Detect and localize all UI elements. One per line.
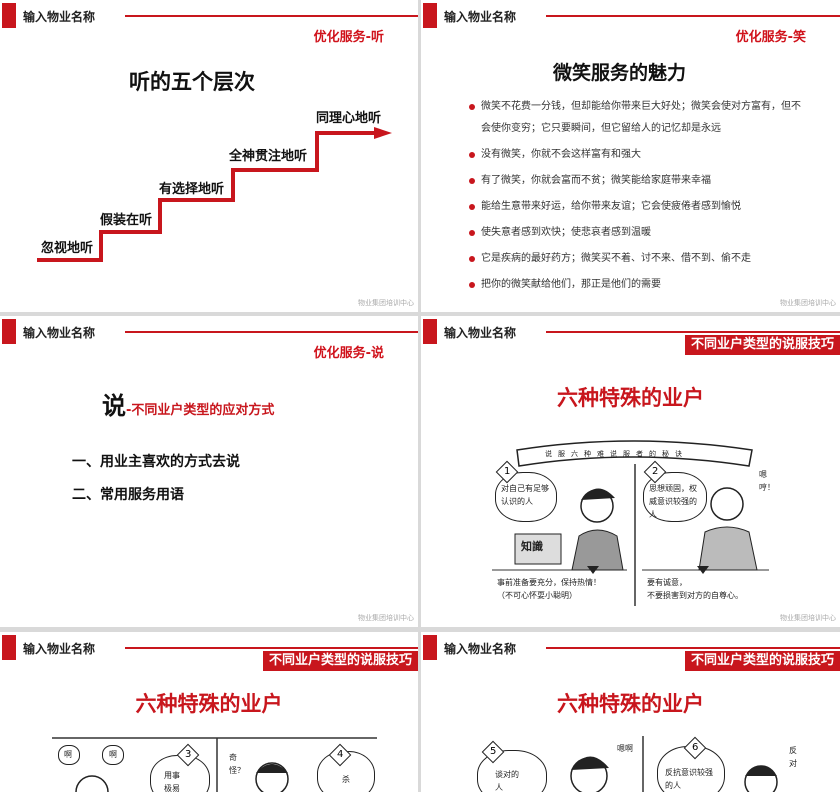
comic-lines — [570, 736, 778, 792]
caption-2b: 不要损害到对方的自尊心。 — [647, 591, 743, 600]
section-subtitle: 优化服务-笑 — [735, 30, 806, 45]
bullet-list: 微笑不花费一分钱，但却能给你带来巨大好处；微笑会使对方富有，但不会使你变穷；它只… — [469, 96, 809, 296]
step-3: 有选择地听 — [159, 182, 225, 197]
section-subtitle: 不同业户类型的说服技巧 — [262, 651, 418, 671]
footer: 物业集团培训中心 — [780, 299, 836, 307]
header-divider — [546, 331, 840, 333]
comic-illustration: 啊 啊 3 用事极易 奇怪？ 4 杀 — [52, 737, 377, 792]
slide-listen[interactable]: 输入物业名称 优化服务-听 听的五个层次 忽视地听 假装在听 有选择地听 全神贯… — [0, 0, 418, 312]
bullet-item: 它是疾病的最好药方；微笑买不着、讨不来、借不到、偷不走 — [469, 248, 809, 270]
comic-illustration: 说服六种难说服者的秘诀 1 对自己有足够认识的人 知識 2 思想顽固，权威意识较… — [487, 436, 777, 611]
step-5: 同理心地听 — [316, 111, 382, 126]
bullet-item: 能给生意带来好运，给你带来友谊；它会使疲倦者感到愉悦 — [469, 196, 809, 218]
header-divider — [125, 15, 418, 17]
section-subtitle: 优化服务-说 — [313, 346, 384, 361]
exclaim-bubble — [102, 745, 124, 765]
property-name: 输入物业名称 — [23, 642, 96, 656]
header-accent — [423, 319, 437, 344]
bubble-text-5: 谈对的人 — [495, 770, 519, 792]
step-2: 假装在听 — [100, 213, 153, 228]
comic-lines — [492, 440, 769, 606]
comic-banner: 说服六种难说服者的秘诀 — [545, 450, 688, 458]
footer: 物业集团培训中心 — [358, 614, 414, 622]
slide-smile[interactable]: 输入物业名称 优化服务-笑 微笑服务的魅力 微笑不花费一分钱，但却能给你带来巨大… — [421, 0, 840, 312]
outline-item-1: 一、用业主喜欢的方式去说 — [72, 454, 240, 470]
header-accent — [2, 3, 16, 28]
outline-item-2: 二、常用服务用语 — [72, 487, 184, 503]
property-name: 输入物业名称 — [444, 10, 517, 24]
title-rest: -不同业户类型的应对方式 — [126, 403, 275, 418]
step-4: 全神贯注地听 — [229, 149, 308, 164]
header-divider — [125, 647, 418, 649]
step-1: 忽视地听 — [41, 241, 94, 256]
slide-speak[interactable]: 输入物业名称 优化服务-说 说-不同业户类型的应对方式 一、用业主喜欢的方式去说… — [0, 316, 418, 627]
exclaim-text-1: 啊 — [64, 750, 72, 759]
property-name: 输入物业名称 — [444, 642, 517, 656]
slide-six-owners-3[interactable]: 输入物业名称 不同业户类型的说服技巧 六种特殊的业户 5 谈对的人 嗯啊 6 反… — [421, 632, 840, 792]
odd-text: 奇怪？ — [229, 753, 245, 775]
bubble-text-6: 反抗意识较强的人 — [665, 768, 713, 790]
section-subtitle: 不同业户类型的说服技巧 — [684, 651, 840, 671]
slide-title: 六种特殊的业户 — [557, 692, 704, 716]
title-main: 说 — [102, 392, 126, 420]
bubble-text-1: 对自己有足够认识的人 — [501, 484, 549, 506]
comic-illustration: 5 谈对的人 嗯啊 6 反抗意识较强的人 反对 — [471, 736, 801, 792]
slide-title: 六种特殊的业户 — [557, 386, 704, 410]
exclaim-bubble — [58, 745, 80, 765]
footer: 物业集团培训中心 — [780, 614, 836, 622]
staircase-arrow — [37, 127, 392, 262]
caption-2a: 要有诚意， — [647, 578, 687, 587]
bubble-text-2: 思想顽固，权威意识较强的人 — [649, 484, 697, 519]
header-divider — [546, 647, 840, 649]
caption-1b: （不可心怀耍小聪明） — [497, 591, 577, 600]
property-name: 输入物业名称 — [444, 326, 517, 340]
header-accent — [2, 635, 16, 660]
hum-text: 嗯啊 — [617, 744, 633, 753]
oppose-text: 反对 — [789, 746, 797, 768]
header-accent — [423, 3, 437, 28]
book-text: 知識 — [521, 540, 543, 553]
bubble-text-4: 杀 — [342, 775, 350, 784]
header-divider — [546, 15, 840, 17]
section-subtitle: 不同业户类型的说服技巧 — [684, 335, 840, 355]
exclaim-text: 嗯哼！ — [759, 470, 775, 492]
header-accent — [423, 635, 437, 660]
slide-title: 微笑服务的魅力 — [553, 62, 687, 84]
section-subtitle: 优化服务-听 — [313, 30, 384, 45]
bubble-text-3: 用事极易 — [164, 771, 180, 792]
slide-title: 听的五个层次 — [129, 70, 255, 94]
property-name: 输入物业名称 — [23, 326, 96, 340]
slide-title: 说-不同业户类型的应对方式 — [102, 386, 274, 421]
caption-1a: 事前准备要充分，保持热情！ — [497, 578, 601, 587]
slide-six-owners-2[interactable]: 输入物业名称 不同业户类型的说服技巧 六种特殊的业户 啊 啊 3 用事极易 奇怪… — [0, 632, 418, 792]
bullet-item: 使失意者感到欢快；使悲哀者感到温暖 — [469, 222, 809, 244]
property-name: 输入物业名称 — [23, 10, 96, 24]
footer: 物业集团培训中心 — [358, 299, 414, 307]
bullet-item: 微笑不花费一分钱，但却能给你带来巨大好处；微笑会使对方富有，但不会使你变穷；它只… — [469, 96, 809, 140]
bullet-item: 把你的微笑献给他们，那正是他们的需要 — [469, 274, 809, 296]
header-divider — [125, 331, 418, 333]
exclaim-text-2: 啊 — [109, 750, 117, 759]
slide-title: 六种特殊的业户 — [135, 692, 283, 716]
header-accent — [2, 319, 16, 344]
bullet-item: 没有微笑，你就不会这样富有和强大 — [469, 144, 809, 166]
bullet-item: 有了微笑，你就会富而不贫；微笑能给家庭带来幸福 — [469, 170, 809, 192]
thought-bubble-3 — [150, 755, 210, 792]
slide-six-owners-1[interactable]: 输入物业名称 不同业户类型的说服技巧 六种特殊的业户 说服六种难说服者的秘诀 1… — [421, 316, 840, 627]
